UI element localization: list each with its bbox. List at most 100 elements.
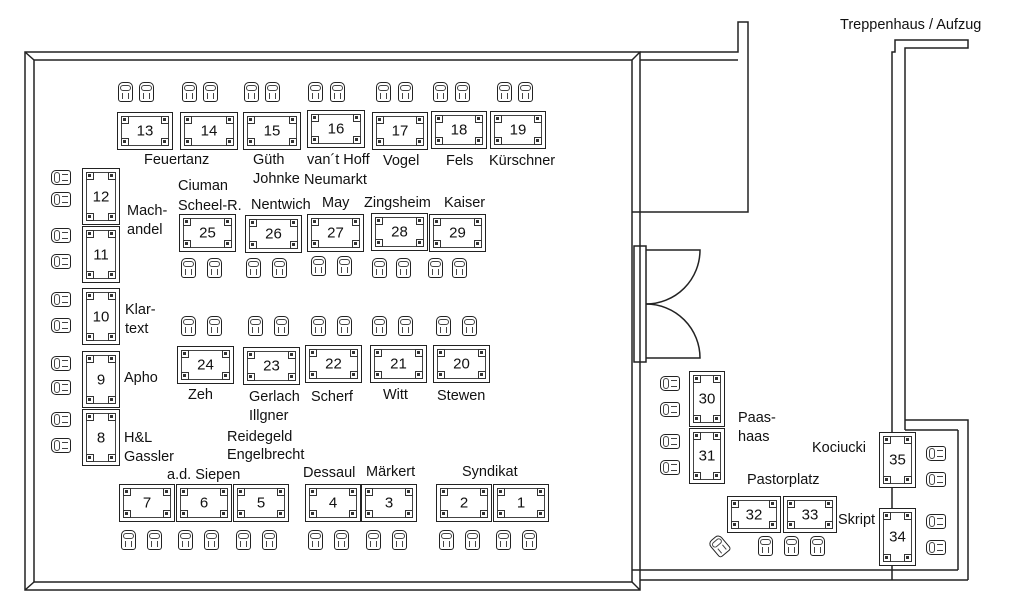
table-21[interactable]: 21 — [370, 345, 427, 383]
table-inner-border — [375, 217, 424, 247]
table-6[interactable]: 6 — [176, 484, 232, 522]
table-corner-leg — [904, 512, 912, 520]
table-corner-leg — [108, 333, 116, 341]
chair-icon — [51, 254, 71, 269]
label-paashaas-1: Paas- — [738, 410, 776, 426]
table-corner-leg — [416, 138, 424, 146]
table-corner-leg — [497, 488, 505, 496]
table-33[interactable]: 33 — [783, 496, 837, 533]
table-11[interactable]: 11 — [82, 226, 120, 283]
table-14[interactable]: 14 — [180, 112, 238, 150]
table-inner-border — [376, 116, 424, 146]
table-16[interactable]: 16 — [307, 110, 365, 148]
table-corner-leg — [713, 472, 721, 480]
table-number: 11 — [93, 246, 109, 263]
table-18[interactable]: 18 — [431, 111, 487, 149]
label-vogel: Vogel — [383, 153, 420, 169]
table-corner-leg — [183, 240, 191, 248]
chair-icon — [262, 530, 277, 550]
chair-icon — [139, 82, 154, 102]
table-corner-leg — [277, 488, 285, 496]
table-30[interactable]: 30 — [689, 371, 725, 427]
label-reidegeld: Reidegeld — [227, 429, 293, 445]
table-corner-leg — [86, 454, 94, 462]
table-10[interactable]: 10 — [82, 288, 120, 345]
table-corner-leg — [365, 510, 373, 518]
table-34[interactable]: 34 — [879, 508, 916, 566]
chair-icon — [465, 530, 480, 550]
table-28[interactable]: 28 — [371, 213, 428, 251]
table-22[interactable]: 22 — [305, 345, 362, 383]
table-corner-leg — [350, 371, 358, 379]
table-corner-leg — [825, 500, 833, 508]
table-corner-leg — [693, 375, 701, 383]
table-corner-leg — [121, 138, 129, 146]
stair-wall — [891, 39, 969, 580]
chair-icon — [51, 356, 71, 371]
table-15[interactable]: 15 — [243, 112, 301, 150]
table-23[interactable]: 23 — [243, 347, 300, 385]
label-paashaas-2: haas — [738, 429, 770, 445]
table-9[interactable]: 9 — [82, 351, 120, 408]
table-27[interactable]: 27 — [307, 214, 364, 252]
table-24[interactable]: 24 — [177, 346, 234, 384]
table-inner-border — [311, 218, 360, 248]
chair-icon — [236, 530, 251, 550]
table-corner-leg — [309, 371, 317, 379]
table-corner-leg — [163, 488, 171, 496]
chair-icon — [51, 292, 71, 307]
chair-icon — [522, 530, 537, 550]
table-4[interactable]: 4 — [305, 484, 361, 522]
table-26[interactable]: 26 — [245, 215, 302, 253]
label-feuertanz: Feuertanz — [144, 152, 210, 168]
table-corner-leg — [534, 115, 542, 123]
table-12[interactable]: 12 — [82, 168, 120, 225]
table-number: 5 — [256, 494, 266, 512]
table-corner-leg — [350, 349, 358, 357]
label-hl: H&L — [124, 430, 153, 446]
table-17[interactable]: 17 — [372, 112, 428, 150]
table-5[interactable]: 5 — [233, 484, 289, 522]
table-13[interactable]: 13 — [117, 112, 173, 150]
table-corner-leg — [713, 415, 721, 423]
table-inner-border — [883, 436, 912, 484]
table-corner-leg — [416, 116, 424, 124]
table-8[interactable]: 8 — [82, 409, 120, 466]
table-corner-leg — [247, 373, 255, 381]
table-19[interactable]: 19 — [490, 111, 546, 149]
label-dessaul: Dessaul — [303, 465, 356, 481]
table-corner-leg — [311, 114, 319, 122]
table-corner-leg — [181, 372, 189, 380]
chair-icon — [337, 256, 352, 276]
table-corner-leg — [433, 240, 441, 248]
table-corner-leg — [352, 240, 360, 248]
chair-icon — [244, 82, 259, 102]
table-number: 7 — [142, 494, 152, 512]
chair-icon — [455, 82, 470, 102]
table-35[interactable]: 35 — [879, 432, 916, 488]
table-corner-leg — [375, 239, 383, 247]
table-31[interactable]: 31 — [689, 428, 725, 484]
table-inner-border — [86, 172, 116, 221]
chair-icon — [758, 536, 773, 556]
table-7[interactable]: 7 — [119, 484, 175, 522]
table-1[interactable]: 1 — [493, 484, 549, 522]
table-25[interactable]: 25 — [179, 214, 236, 252]
table-corner-leg — [787, 500, 795, 508]
label-kaiser: Kaiser — [444, 195, 486, 211]
table-corner-leg — [249, 219, 257, 227]
table-number: 30 — [698, 390, 716, 408]
table-corner-leg — [376, 116, 384, 124]
table-corner-leg — [883, 436, 891, 444]
chair-icon — [51, 318, 71, 333]
table-2[interactable]: 2 — [436, 484, 492, 522]
table-corner-leg — [86, 333, 94, 341]
table-corner-leg — [435, 115, 443, 123]
table-corner-leg — [478, 371, 486, 379]
table-20[interactable]: 20 — [433, 345, 490, 383]
table-corner-leg — [435, 137, 443, 145]
chair-icon — [121, 530, 136, 550]
table-29[interactable]: 29 — [429, 214, 486, 252]
table-32[interactable]: 32 — [727, 496, 781, 533]
table-3[interactable]: 3 — [361, 484, 417, 522]
